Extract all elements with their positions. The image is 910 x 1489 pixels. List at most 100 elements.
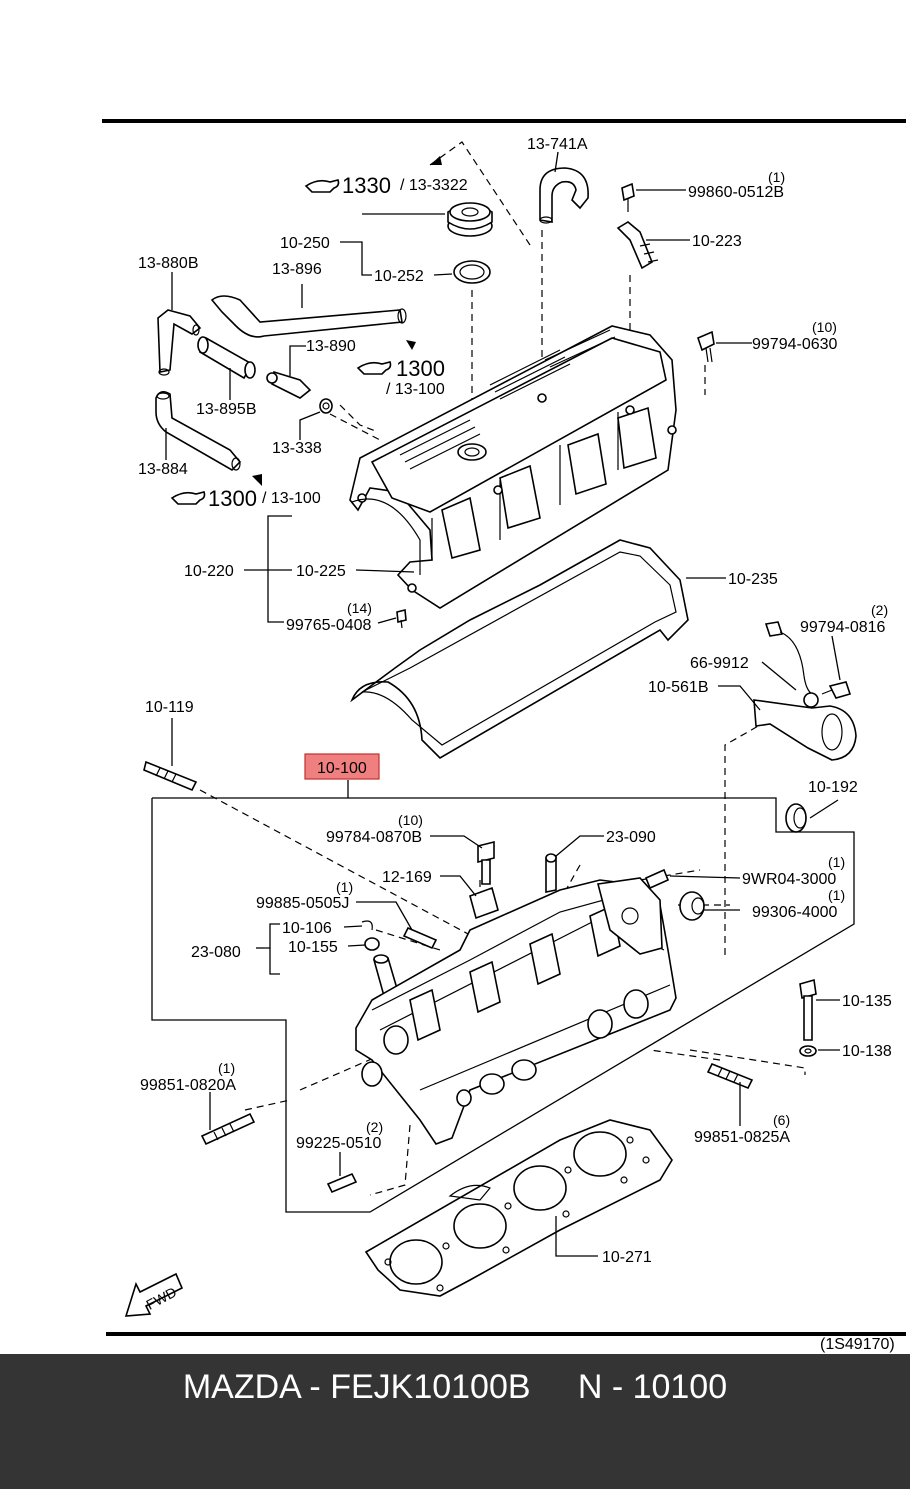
label-13-884: 13-884: [138, 461, 188, 478]
harness-66-9912: [764, 621, 819, 708]
cylinder-head-cover: [349, 325, 677, 609]
label-10-135: 10-135: [842, 993, 892, 1010]
kit-outline: [151, 797, 855, 1213]
label-99851-0820a: 99851-0820A: [140, 1077, 236, 1094]
label-9wr04-3000: 9WR04-3000: [742, 871, 836, 888]
caption-gap: [540, 1368, 568, 1406]
bracket-10-223: [616, 182, 659, 270]
head-cover-gasket: [350, 539, 689, 760]
label-10-138: 10-138: [842, 1043, 892, 1060]
dowel-99225-0510: [326, 1172, 358, 1194]
ventilation-hose-13-741a: [539, 167, 589, 224]
label-99851-0825a: 99851-0825A: [694, 1129, 790, 1146]
qty-99851-0820a: (1): [218, 1060, 235, 1076]
stud-10-119: [143, 760, 198, 792]
leader-lines: [165, 151, 841, 1257]
label-10-561b: 10-561B: [648, 679, 709, 696]
cylinder-head: [355, 877, 677, 1145]
brand-name: MAZDA: [182, 1368, 300, 1406]
stud-99851-0825a: [706, 1062, 754, 1090]
washer-10-138: [799, 1045, 817, 1057]
callout-1330-ref: / 13-3322: [400, 177, 468, 194]
callout-1300-left: 1300: [208, 486, 257, 511]
reference-hand-icon: [356, 361, 392, 375]
label-10-100: 10-100: [317, 760, 367, 777]
bracket-12-169: [469, 886, 499, 920]
stud-9wr04-3000: [644, 868, 670, 890]
pcv-valve-13-895b: [197, 336, 256, 380]
bolt-10-135: [799, 978, 817, 1041]
figure-id: (1S49170): [820, 1336, 895, 1353]
qty-9wr04-3000: (1): [828, 854, 845, 870]
label-13-880b: 13-880B: [138, 255, 199, 272]
label-10-220: 10-220: [184, 563, 234, 580]
hook-10-561b: [753, 699, 857, 761]
label-99794-0816: 99794-0816: [800, 619, 886, 636]
label-10-225: 10-225: [296, 563, 346, 580]
qty-99784-0870b: (10): [398, 812, 423, 828]
stud-99885-0505j: [402, 926, 438, 950]
qty-99225-0510: (2): [366, 1119, 383, 1135]
qty-99765-0408: (14): [347, 600, 372, 616]
seal-10-155: [364, 937, 380, 951]
label-10-252: 10-252: [374, 268, 424, 285]
pcv-fitting-13-890: [266, 370, 312, 399]
label-13-895b: 13-895B: [196, 401, 257, 418]
label-10-192: 10-192: [808, 779, 858, 796]
exploded-parts-diagram: 13-741A 1330 / 13-3322 1300 / 13-100 130…: [102, 119, 906, 1353]
callout-1300-right-ref: / 13-100: [386, 381, 445, 398]
qty-99851-0825a: (6): [773, 1112, 790, 1128]
bolt-99784-0870b: [477, 840, 495, 885]
label-12-169: 12-169: [382, 869, 432, 886]
qty-99306-4000: (1): [828, 887, 845, 903]
label-99225-0510: 99225-0510: [296, 1135, 382, 1152]
label-10-223: 10-223: [692, 233, 742, 250]
label-13-896: 13-896: [272, 261, 322, 278]
label-99306-4000: 99306-4000: [752, 904, 838, 921]
reference-number: N - 10100: [577, 1368, 728, 1406]
oil-filler-cap: [447, 202, 493, 237]
qty-99794-0816: (2): [871, 602, 888, 618]
label-23-080: 23-080: [191, 944, 241, 961]
pcv-hose-13-896: [210, 295, 407, 338]
label-13-890: 13-890: [306, 338, 356, 355]
label-10-250: 10-250: [280, 235, 330, 252]
pcv-hose-13-884: [155, 390, 242, 471]
reference-hand-icon: [170, 491, 206, 505]
reference-hand-icon: [304, 179, 340, 193]
label-99860-0512b: 99860-0512B: [688, 184, 784, 201]
label-10-106: 10-106: [282, 920, 332, 937]
callout-1300-right: 1300: [396, 356, 445, 381]
label-13-338: 13-338: [272, 440, 322, 457]
qty-99860: (1): [768, 169, 785, 185]
bolt-99794-0630: [697, 330, 715, 363]
part-number: FEJK10100B: [330, 1368, 531, 1406]
highlighted-part-box: [304, 753, 380, 780]
plug-10-192: [785, 803, 807, 833]
filler-cap-o-ring: [453, 260, 491, 284]
label-10-155: 10-155: [288, 939, 338, 956]
part-caption-bar: MAZDA - FEJK10100B N - 10100: [0, 1354, 910, 1489]
plug-99306-4000: [679, 891, 705, 921]
label-66-9912: 66-9912: [690, 655, 749, 672]
label-99885-0505j: 99885-0505J: [256, 895, 349, 912]
pcv-hose-13-880b: [157, 309, 202, 376]
label-99794-0630: 99794-0630: [752, 336, 838, 353]
forward-direction-arrow: [124, 1272, 184, 1317]
stud-99765-0408: [396, 608, 407, 629]
plug-23-090: [545, 853, 557, 893]
grommet-13-338: [319, 398, 333, 414]
label-99765-0408: 99765-0408: [286, 617, 372, 634]
caption-separator: -: [309, 1368, 331, 1406]
label-10-271: 10-271: [602, 1249, 652, 1266]
label-10-235: 10-235: [728, 571, 778, 588]
label-23-090: 23-090: [606, 829, 656, 846]
qty-99885-0505j: (1): [336, 879, 353, 895]
head-gasket: [364, 1119, 673, 1297]
clip-10-106: [361, 920, 373, 931]
bolt-99794-0816: [821, 681, 852, 699]
callout-1300-left-ref: / 13-100: [262, 490, 321, 507]
label-13-741a: 13-741A: [527, 136, 588, 153]
direction-arrows: [252, 156, 442, 486]
stud-99851-0820a: [200, 1112, 256, 1146]
